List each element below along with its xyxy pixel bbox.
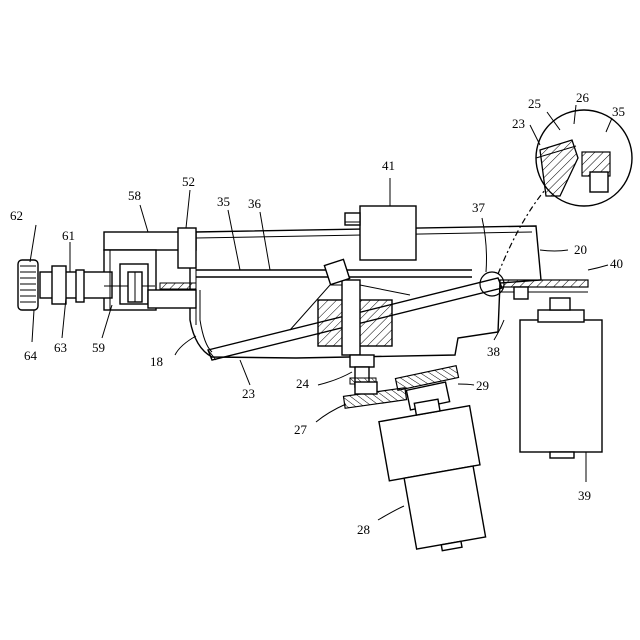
motor-28 (377, 394, 494, 558)
label-23: 23 (242, 386, 255, 401)
plate-40 (500, 280, 588, 299)
label-59: 59 (92, 340, 105, 355)
label-63: 63 (54, 340, 67, 355)
label-28: 28 (357, 522, 370, 537)
label-25: 25 (528, 96, 541, 111)
label-41: 41 (382, 158, 395, 173)
label-26: 26 (576, 90, 590, 105)
center-hub (318, 259, 392, 387)
detail-section (536, 140, 610, 196)
label-27: 27 (294, 422, 308, 437)
label-36: 36 (248, 196, 262, 211)
label-40: 40 (610, 256, 623, 271)
label-20: 20 (574, 242, 587, 257)
label-18: 18 (150, 354, 163, 369)
label-52: 52 (182, 174, 195, 189)
label-64: 64 (24, 348, 38, 363)
label-23b: 23 (512, 116, 525, 131)
label-37: 37 (472, 200, 486, 215)
label-24: 24 (296, 376, 310, 391)
label-35b: 35 (612, 104, 625, 119)
label-29: 29 (476, 378, 489, 393)
handwheel-62 (18, 260, 38, 310)
label-61: 61 (62, 228, 75, 243)
motor-41 (345, 206, 416, 260)
motor-39 (520, 298, 602, 458)
label-35: 35 (217, 194, 230, 209)
label-39: 39 (578, 488, 591, 503)
label-62: 62 (10, 208, 23, 223)
label-38: 38 (487, 344, 500, 359)
label-58: 58 (128, 188, 141, 203)
